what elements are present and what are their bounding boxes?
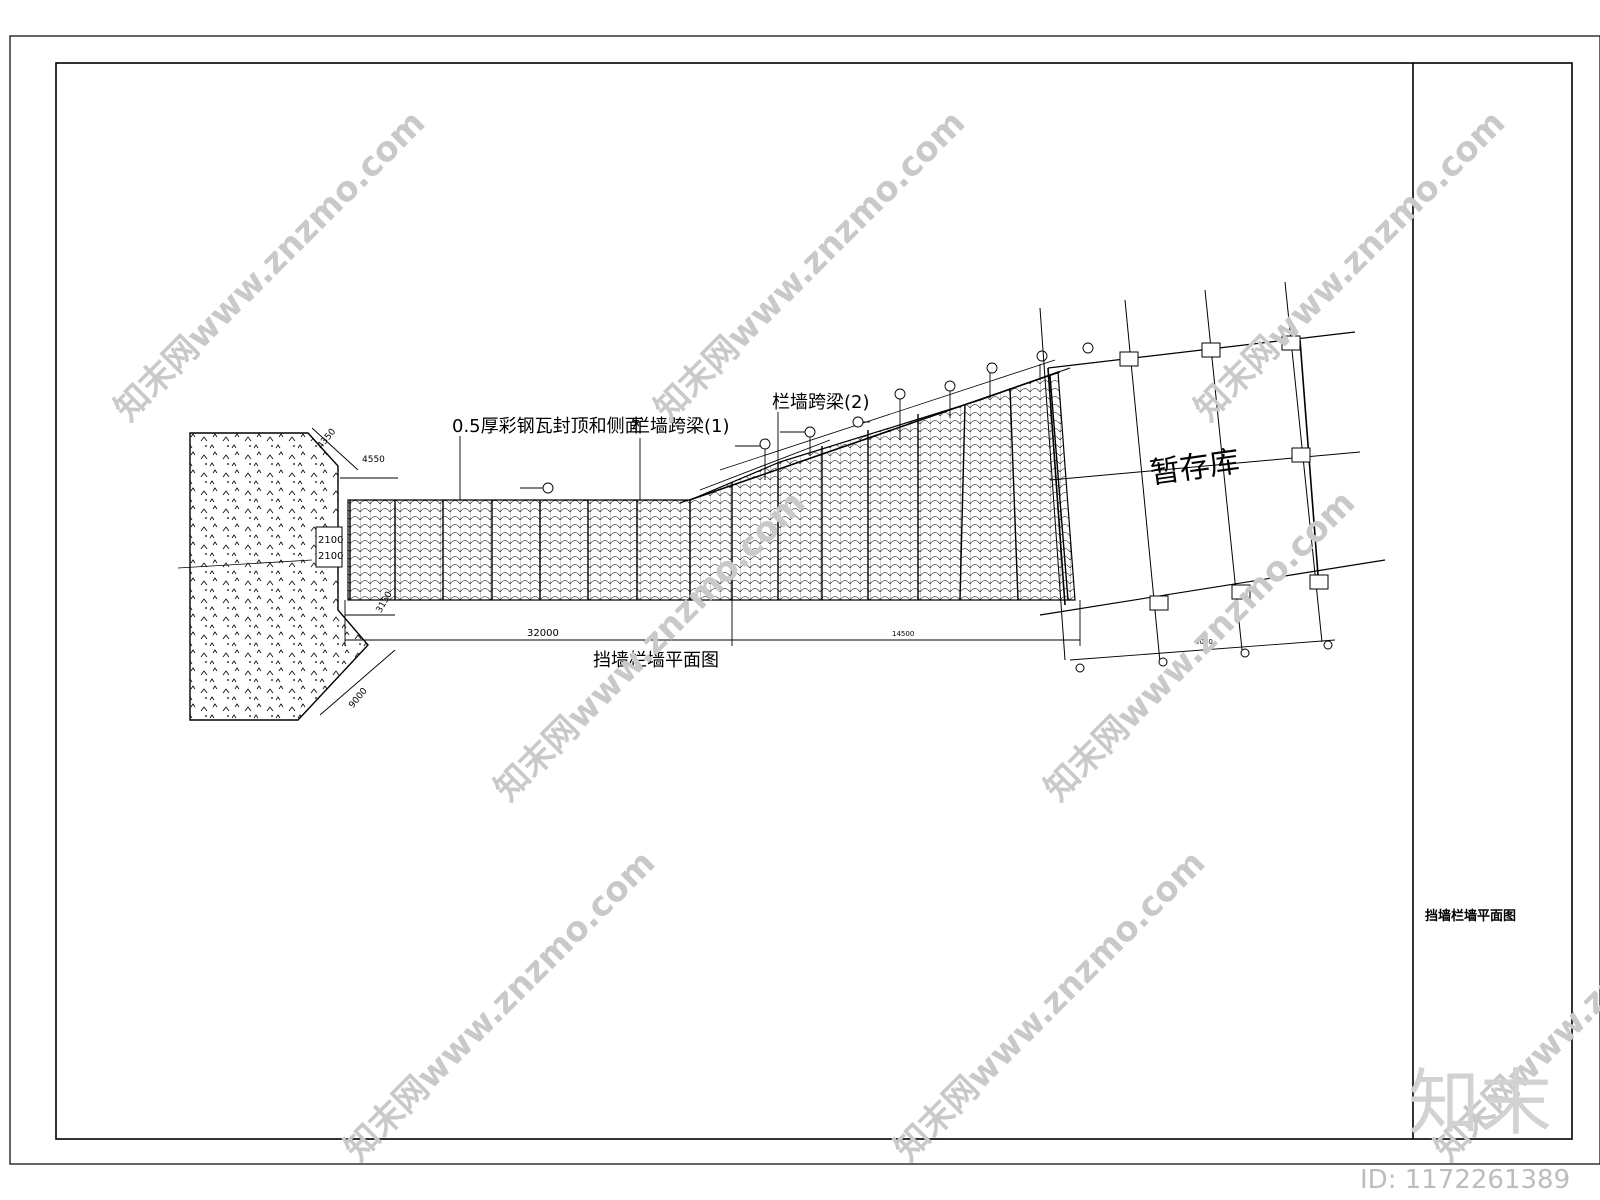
dim-14500: 14500 [892,630,914,638]
dim-4350: 4350 [316,427,339,451]
watermark-logo: 知末 [1408,1061,1552,1145]
svg-text:知末网www.znzmo.com: 知末网www.znzmo.com [337,843,663,1169]
title-block-name: 挡墙栏墙平面图 [1425,908,1516,924]
beam-2-label: 栏墙跨梁(2) [772,392,870,413]
retaining-wall [347,359,1076,601]
dim-32000: 32000 [527,628,559,639]
dim-4550: 4550 [362,455,385,465]
svg-text:知末网www.znzmo.com: 知末网www.znzmo.com [1037,483,1363,809]
watermark-id: ID: 1172261389 [1360,1165,1570,1195]
roof-panel-label: 0.5厚彩钢瓦封顶和侧面 [452,416,643,437]
sheet-frame [9,35,1600,1165]
beam-1-label: 栏墙跨梁(1) [632,416,730,437]
svg-text:知末网www.znzmo.com: 知末网www.znzmo.com [107,103,433,429]
svg-text:知末网www.znzmo.com: 知末网www.znzmo.com [1187,103,1513,429]
building-columns [1119,335,1329,611]
main-title: 挡墙栏墙平面图 [593,650,719,671]
callout-circles [542,342,1094,494]
dim-2100-b: 2100 [318,551,343,562]
earth-mass [177,432,369,721]
svg-text:知末网www.znzmo.com: 知末网www.znzmo.com [887,843,1213,1169]
dim-9000: 9000 [347,686,370,710]
dim-6000: 6000 [1195,638,1213,646]
dimension-lines [311,427,1081,716]
axis-markers [1075,640,1333,673]
svg-text:知末网www.znzmo.com: 知末网www.znzmo.com [647,103,973,429]
dim-2100-a: 2100 [318,535,343,546]
storage-label: 暂存库 [1148,444,1242,491]
